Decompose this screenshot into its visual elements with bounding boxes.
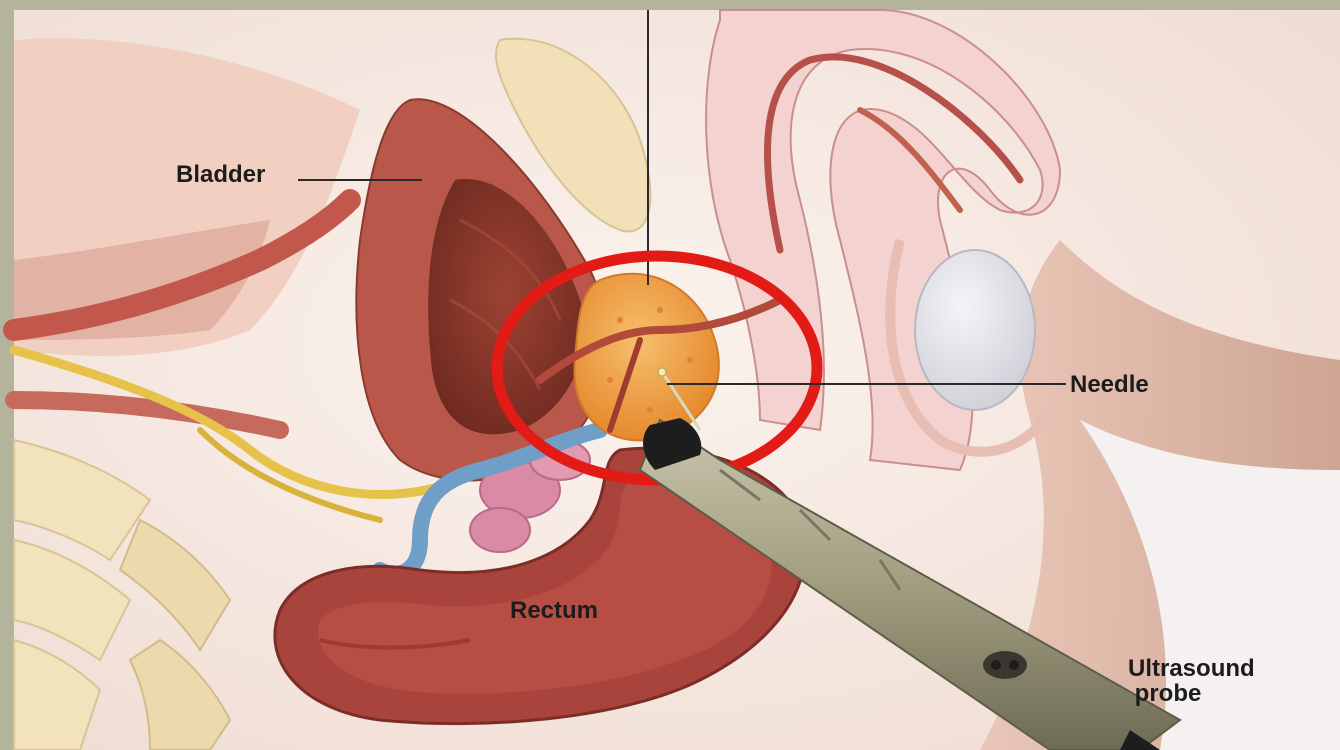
needle-tip [658,368,666,376]
ultrasound-probe-label: Ultrasound probe [1128,656,1255,706]
needle-label: Needle [1070,372,1149,397]
bladder-label: Bladder [176,162,265,187]
rectum-label: Rectum [510,598,598,623]
testis [915,250,1035,410]
